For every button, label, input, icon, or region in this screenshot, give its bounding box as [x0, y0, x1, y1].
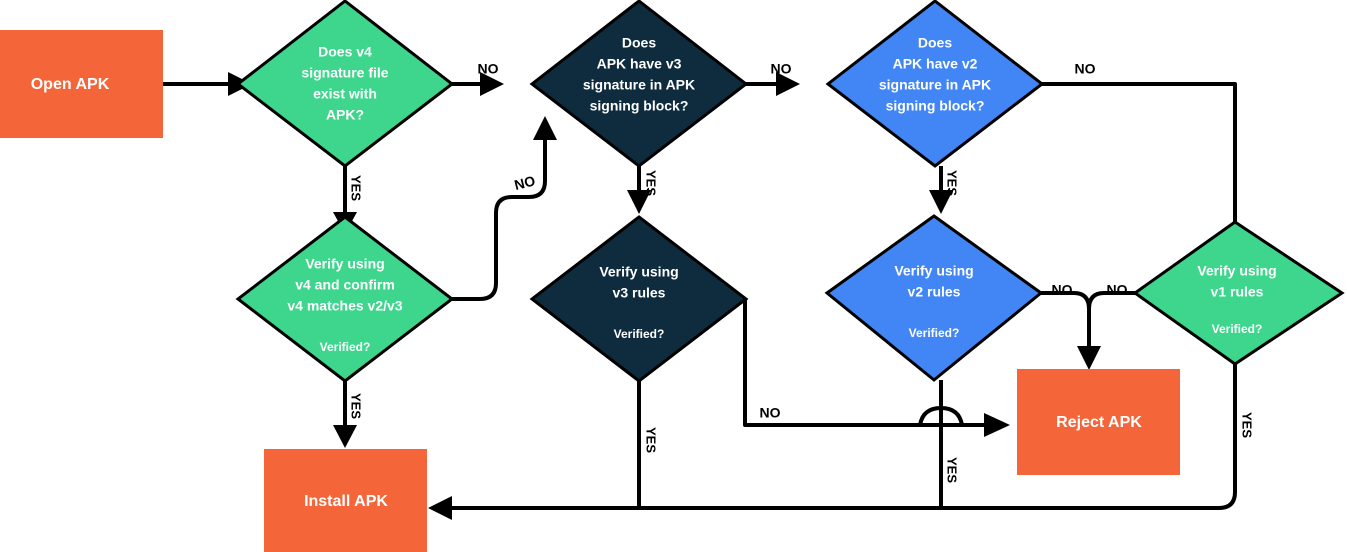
edge-v2block-yes: YES [929, 166, 960, 214]
node-open-apk[interactable]: Open APK [0, 30, 163, 138]
arrowhead [533, 116, 557, 140]
node-verify-v1[interactable]: Verify using v1 rules Verified? [1132, 220, 1345, 366]
edge-label-v4file-no: NO [478, 61, 499, 77]
node-install-apk[interactable]: Install APK [264, 449, 427, 552]
arrowhead [333, 425, 357, 448]
edge-label-verifyv2-yes: YES [945, 457, 960, 483]
node-reject-apk[interactable]: Reject APK [1017, 369, 1180, 475]
edge-label-verifyv2-no: NO [1052, 282, 1073, 298]
open-apk-box[interactable] [0, 30, 163, 138]
edge-verifyv1-yes: YES [639, 364, 1255, 510]
edge-label-verifyv4-no: NO [513, 172, 537, 193]
edge-verifyv3-no: NO [743, 299, 1010, 437]
edge-label-verifyv3-yes: YES [644, 427, 659, 453]
edge-label-verifyv3-no: NO [760, 405, 781, 421]
node-verify-v4[interactable]: Verify using v4 and confirm v4 matches v… [235, 215, 455, 383]
edge-label-v2block-yes: YES [945, 170, 960, 196]
verify-v4-diamond[interactable] [235, 215, 455, 383]
arrowhead [428, 496, 452, 520]
edge-verifyv2-yes: YES [918, 380, 964, 508]
node-verify-v3[interactable]: Verify using v3 rules Verified? [529, 215, 749, 383]
arrowhead [627, 190, 651, 214]
edge-label-verifyv4-yes: YES [349, 393, 364, 419]
edge-verifyv4-no: NO [452, 116, 557, 301]
edge-label-v4file-yes: YES [349, 175, 364, 201]
edge-verifyv4-yes: YES [333, 380, 364, 448]
edge-label-v2block-no: NO [1075, 61, 1096, 77]
q-v3-block-diamond[interactable] [529, 0, 749, 168]
arrowhead [929, 190, 953, 214]
edge-verifyv3-yes: YES [428, 381, 659, 520]
edge-verifyv1-no: NO [1087, 282, 1136, 310]
verify-v3-diamond[interactable] [529, 215, 749, 383]
node-q-v2-block[interactable]: Does APK have v2 signature in APK signin… [825, 0, 1045, 168]
install-apk-box[interactable] [264, 449, 427, 552]
node-q-v3-block[interactable]: Does APK have v3 signature in APK signin… [529, 0, 749, 168]
q-v4-file-diamond[interactable] [235, 0, 455, 168]
arrowhead [1077, 346, 1101, 370]
verify-v1-diamond[interactable] [1132, 220, 1345, 366]
edge-v3block-yes: YES [627, 166, 659, 214]
reject-apk-box[interactable] [1017, 369, 1180, 475]
q-v2-block-diamond[interactable] [825, 0, 1045, 168]
line-hop-marker [918, 406, 964, 426]
arrowhead [776, 72, 800, 96]
edge-label-v3block-yes: YES [644, 170, 659, 196]
verify-v2-diamond[interactable] [824, 214, 1044, 382]
edge-v2block-no: NO [1042, 61, 1237, 222]
edge-label-v3block-no: NO [771, 61, 792, 77]
edge-v3block-no: NO [746, 61, 800, 96]
node-q-v4-file[interactable]: Does v4 signature file exist with APK? [235, 0, 455, 168]
node-verify-v2[interactable]: Verify using v2 rules Verified? [824, 214, 1044, 382]
arrowhead [480, 72, 504, 96]
edge-label-verifyv1-yes: YES [1240, 412, 1255, 438]
arrowhead [984, 413, 1010, 437]
edge-v4file-no: NO [452, 61, 504, 96]
edge-label-verifyv1-no: NO [1107, 282, 1128, 298]
